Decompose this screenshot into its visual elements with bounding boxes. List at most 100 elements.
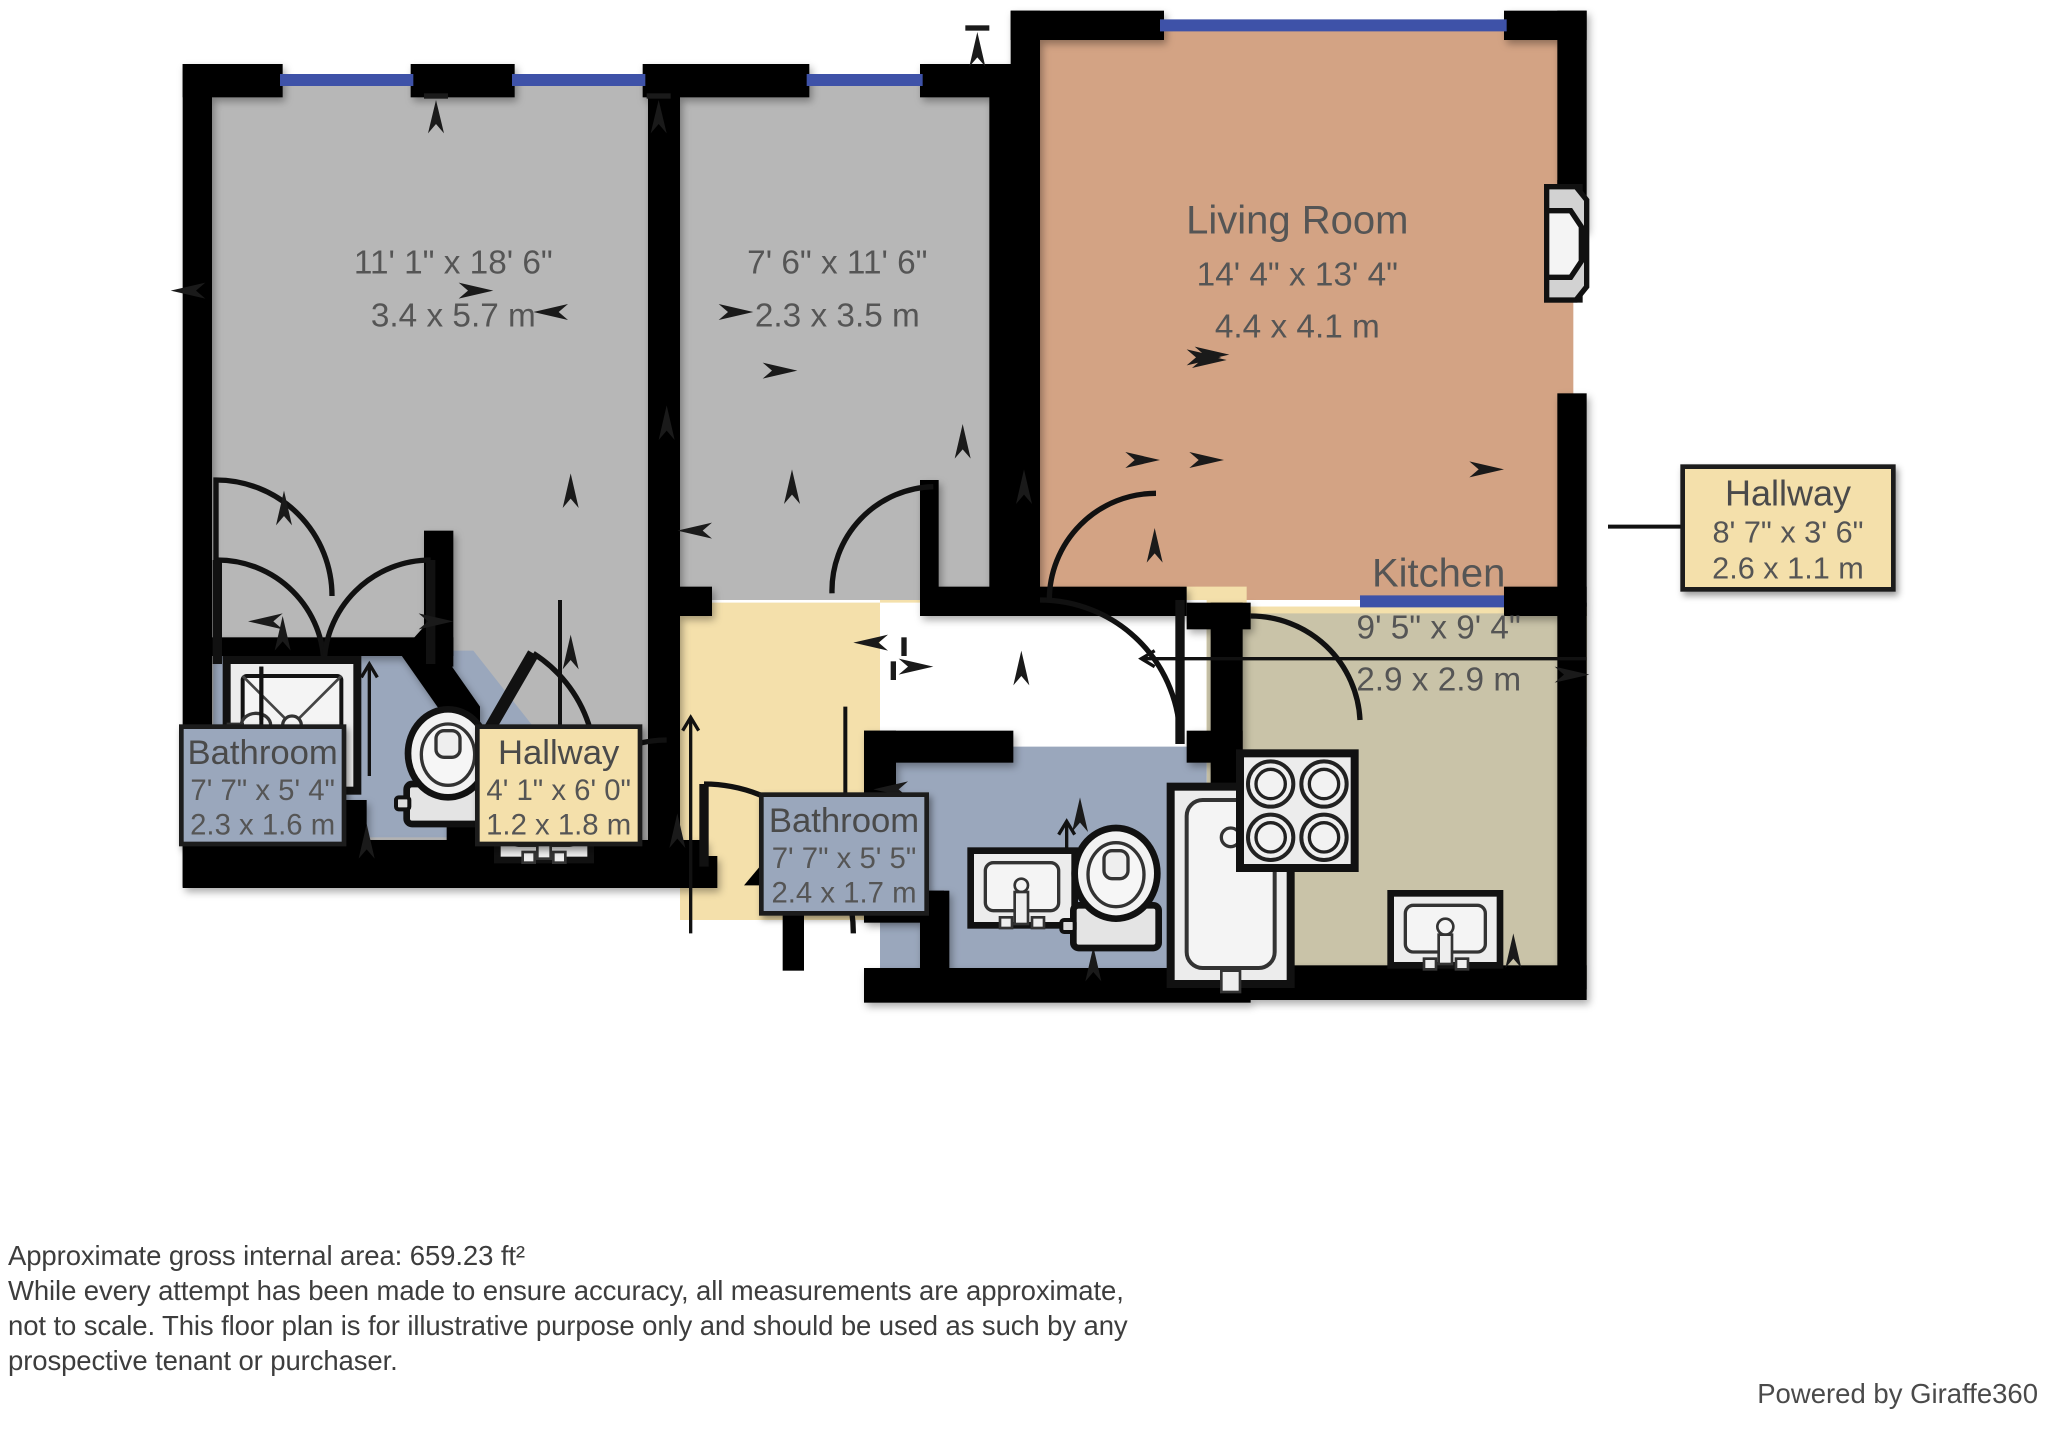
door-bedroom2 xyxy=(829,484,934,594)
callout-box-hallway-mid xyxy=(475,724,643,847)
callout-title-hallway-right: Hallway xyxy=(1725,472,1851,513)
callout-metric-hallway-mid: 1.2 x 1.8 m xyxy=(486,809,631,842)
marker-right-i xyxy=(890,658,934,680)
footer-disclaimer: Approximate gross internal area: 659.23 … xyxy=(8,1238,1128,1378)
wall-between-bedrooms xyxy=(648,64,680,598)
room-label-bedroom-1-metric: 3.4 x 5.7 m xyxy=(371,298,536,335)
marker-up-i xyxy=(1469,461,1504,478)
marker-right-k xyxy=(418,613,454,630)
marker-up-h xyxy=(1146,528,1163,563)
marker-down-f xyxy=(669,813,686,848)
marker-right-g xyxy=(1125,452,1160,468)
callout-title-hallway-mid: Hallway xyxy=(498,734,620,772)
marker-up-e xyxy=(562,473,579,508)
room-fill-living-room xyxy=(1033,20,1574,600)
callout-bathroom-right[interactable]: Bathroom 7' 7" x 5' 5" 2.4 x 1.7 m xyxy=(759,706,929,916)
callout-metric-bathroom-right: 2.4 x 1.7 m xyxy=(771,877,916,910)
callout-hallway-mid[interactable]: Hallway 4' 1" x 6' 0" 1.2 x 1.8 m xyxy=(475,600,643,847)
wall-kitchen-bottom xyxy=(1240,965,1587,1000)
callout-title-bathroom-left: Bathroom xyxy=(188,734,338,772)
marker-down-a xyxy=(954,424,971,459)
marker-right-b xyxy=(718,304,754,320)
wall-top-seg1 xyxy=(182,64,283,98)
marker-up-d xyxy=(276,490,292,526)
callouts: Hallway 8' 7" x 3' 6" 2.6 x 1.1 m Bathro… xyxy=(178,464,1896,916)
door-closet-left xyxy=(213,477,335,597)
callout-box-bathroom-right xyxy=(759,792,929,916)
door-bathroom-right xyxy=(1039,597,1183,741)
callout-bathroom-left[interactable]: Bathroom 7' 7" x 5' 4" 2.3 x 1.6 m xyxy=(178,666,347,847)
marker-right-f xyxy=(1186,349,1222,366)
powered-by-label: Powered by Giraffe360 xyxy=(1757,1378,2038,1409)
door-closet-a xyxy=(217,557,327,667)
footer-line-3: not to scale. This floor plan is for ill… xyxy=(8,1310,1128,1341)
marker-right-h xyxy=(1189,452,1224,468)
marker-up-a xyxy=(424,93,448,134)
dim-bath-left-head xyxy=(359,660,379,679)
stove-icon xyxy=(1236,749,1359,872)
door-closet-b xyxy=(321,557,431,667)
marker-up-b xyxy=(646,93,671,134)
room-label-kitchen-metric: 2.9 x 2.9 m xyxy=(1356,662,1521,699)
footer-line-4: prospective tenant or purchaser. xyxy=(8,1345,398,1376)
bay-window-icon xyxy=(1544,180,1590,303)
callout-title-bathroom-right: Bathroom xyxy=(769,802,919,840)
marker-left-c xyxy=(677,522,712,539)
dim-hall-vert-head xyxy=(681,714,701,732)
room-label-living-room-imperial: 14' 4" x 13' 4" xyxy=(1197,256,1398,293)
door-living-hall xyxy=(1046,490,1157,601)
door-kitchen xyxy=(1250,613,1363,721)
wall-left-outer xyxy=(182,64,212,791)
marker-left-a xyxy=(170,282,206,299)
marker-right-c xyxy=(762,362,798,379)
wall-top-seg2 xyxy=(410,64,515,98)
room-label-living-room-name: Living Room xyxy=(1186,198,1408,242)
marker-down-b xyxy=(658,405,675,440)
footer-line-area: Approximate gross internal area: 659.23 … xyxy=(8,1240,525,1271)
marker-up-j xyxy=(274,616,291,651)
marker-down-c xyxy=(562,634,579,670)
room-label-kitchen-imperial: 9' 5" x 9' 4" xyxy=(1357,610,1521,647)
room-label-bedroom-2-imperial: 7' 6" x 11' 6" xyxy=(747,244,927,281)
room-label-bedroom-1-imperial: 11' 1" x 18' 6" xyxy=(354,244,553,281)
wall-kitchen-right xyxy=(1557,602,1587,990)
callout-metric-hallway-right: 2.6 x 1.1 m xyxy=(1712,552,1864,586)
callout-hallway-right[interactable]: Hallway 8' 7" x 3' 6" 2.6 x 1.1 m xyxy=(1608,464,1896,592)
room-fill-kitchen xyxy=(1206,613,1587,980)
room-fill-bedroom-2 xyxy=(680,80,1014,600)
marker-up-g xyxy=(1016,469,1032,504)
room-label-living-room-metric: 4.4 x 4.1 m xyxy=(1215,308,1380,345)
callout-box-bathroom-left xyxy=(178,724,347,847)
marker-up-f xyxy=(784,469,800,504)
room-label-bedroom-2-metric: 2.3 x 3.5 m xyxy=(755,298,920,335)
marker-down-h xyxy=(358,824,375,859)
wall-bedroom2-door-jamb xyxy=(920,480,939,592)
marker-right-a xyxy=(458,282,494,299)
callout-imperial-bathroom-right: 7' 7" x 5' 5" xyxy=(772,842,917,875)
callout-imperial-hallway-right: 8' 7" x 3' 6" xyxy=(1712,516,1863,550)
callout-box-hallway-right xyxy=(1680,464,1896,592)
wall-living-left xyxy=(1010,10,1040,604)
dim-hall-horiz-head xyxy=(1138,649,1156,669)
windows xyxy=(280,19,1507,608)
wall-bedroom1-bottom xyxy=(182,840,707,888)
room-label-kitchen-name: Kitchen xyxy=(1372,552,1505,596)
sink-icon-right-bath xyxy=(967,847,1078,930)
callout-metric-bathroom-left: 2.3 x 1.6 m xyxy=(190,809,335,842)
dimension-lines xyxy=(359,649,1587,934)
callout-imperial-bathroom-left: 7' 7" x 5' 4" xyxy=(190,774,335,807)
wall-hallway-left xyxy=(648,586,680,888)
marker-down-d xyxy=(1013,650,1030,686)
marker-down-i xyxy=(1085,946,1102,982)
sink-icon-kitchen xyxy=(1387,889,1504,971)
marker-up-k xyxy=(1072,797,1088,832)
marker-left-b xyxy=(533,304,568,320)
callout-imperial-hallway-mid: 4' 1" x 6' 0" xyxy=(486,774,631,807)
marker-down-g xyxy=(1505,933,1522,968)
marker-right-j xyxy=(1554,666,1590,683)
room-labels: 11' 1" x 18' 6" 3.4 x 5.7 m 7' 6" x 11' … xyxy=(354,198,1521,698)
marker-left-e xyxy=(248,613,283,630)
dim-bath-right-head xyxy=(1057,818,1077,836)
marker-up-c xyxy=(965,25,990,67)
